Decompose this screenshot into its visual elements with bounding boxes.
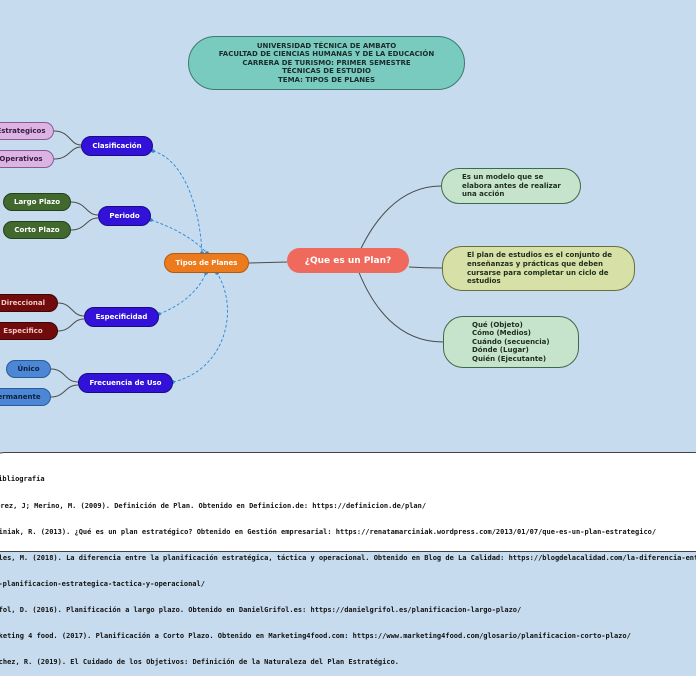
header-line-topic: TEMA: TIPOS DE PLANES [278,75,375,84]
bibliography-entry: Sánchez, R. (2019). El Cuidado de los Ob… [0,658,400,667]
topic-periodo[interactable]: Periodo [98,206,151,226]
topic-clasificacion[interactable]: Clasificación [81,136,153,156]
subtopic-especifico[interactable]: Especifico [0,322,58,340]
topic-frecuencia-de-uso[interactable]: Frecuencia de Uso [78,373,173,393]
header-line-university: UNIVERSIDAD TÉCNICA DE AMBATO [256,41,397,50]
central-topic[interactable]: ¿Que es un Plan? [287,248,409,273]
topic-plan-de-estudios[interactable]: El plan de estudios es el conjunto de en… [442,246,635,291]
subtopic-unico[interactable]: Único [6,360,51,378]
bibliography-entry: Robles, M. (2018). La diferencia entre l… [0,553,696,562]
topic-definicion-plan[interactable]: Es un modelo que se elabora antes de rea… [441,168,581,204]
bibliography-entry: Maciniak, R. (2013). ¿Qué es un plan est… [0,527,657,536]
subtopic-largo-plazo[interactable]: Largo Plazo [3,193,71,211]
bibliography-entry: Pérez, J; Merino, M. (2009). Definición … [0,501,427,510]
header-line-faculty: FACULTAD DE CIENCIAS HUMANAS Y DE LA EDU… [218,50,435,59]
header-line-course: TÉCNICAS DE ESTUDIO [282,67,371,76]
header-line-career: CARRERA DE TURISMO: PRIMER SEMESTRE [242,58,411,67]
topic-preguntas-plan[interactable]: Qué (Objeto) Cómo (Medios) Cuándo (secue… [443,316,579,368]
topic-especificidad[interactable]: Especificidad [84,307,159,327]
bibliography-entry: Marketing 4 food. (2017). Planificación … [0,632,631,641]
subtopic-corto-plazo[interactable]: Corto Plazo [3,221,71,239]
bibliography-entry: Grifol, D. (2016). Planificación a largo… [0,605,522,614]
subtopic-operativos[interactable]: Operativos [0,150,54,168]
subtopic-direccional[interactable]: Direccional [0,294,58,312]
bibliography-entry: la-planificacion-estrategica-tactica-y-o… [0,579,205,588]
bibliography-heading: Bibliografía [0,475,45,484]
subtopic-permanente[interactable]: Permanente [0,388,51,406]
subtopic-estrategicos[interactable]: Estrategicos [0,122,54,140]
header-title-box[interactable]: UNIVERSIDAD TÉCNICA DE AMBATO FACULTAD D… [188,36,465,90]
bibliography-text: Bibliografía Pérez, J; Merino, M. (2009)… [0,458,696,676]
topic-tipos-de-planes[interactable]: Tipos de Planes [164,253,249,273]
